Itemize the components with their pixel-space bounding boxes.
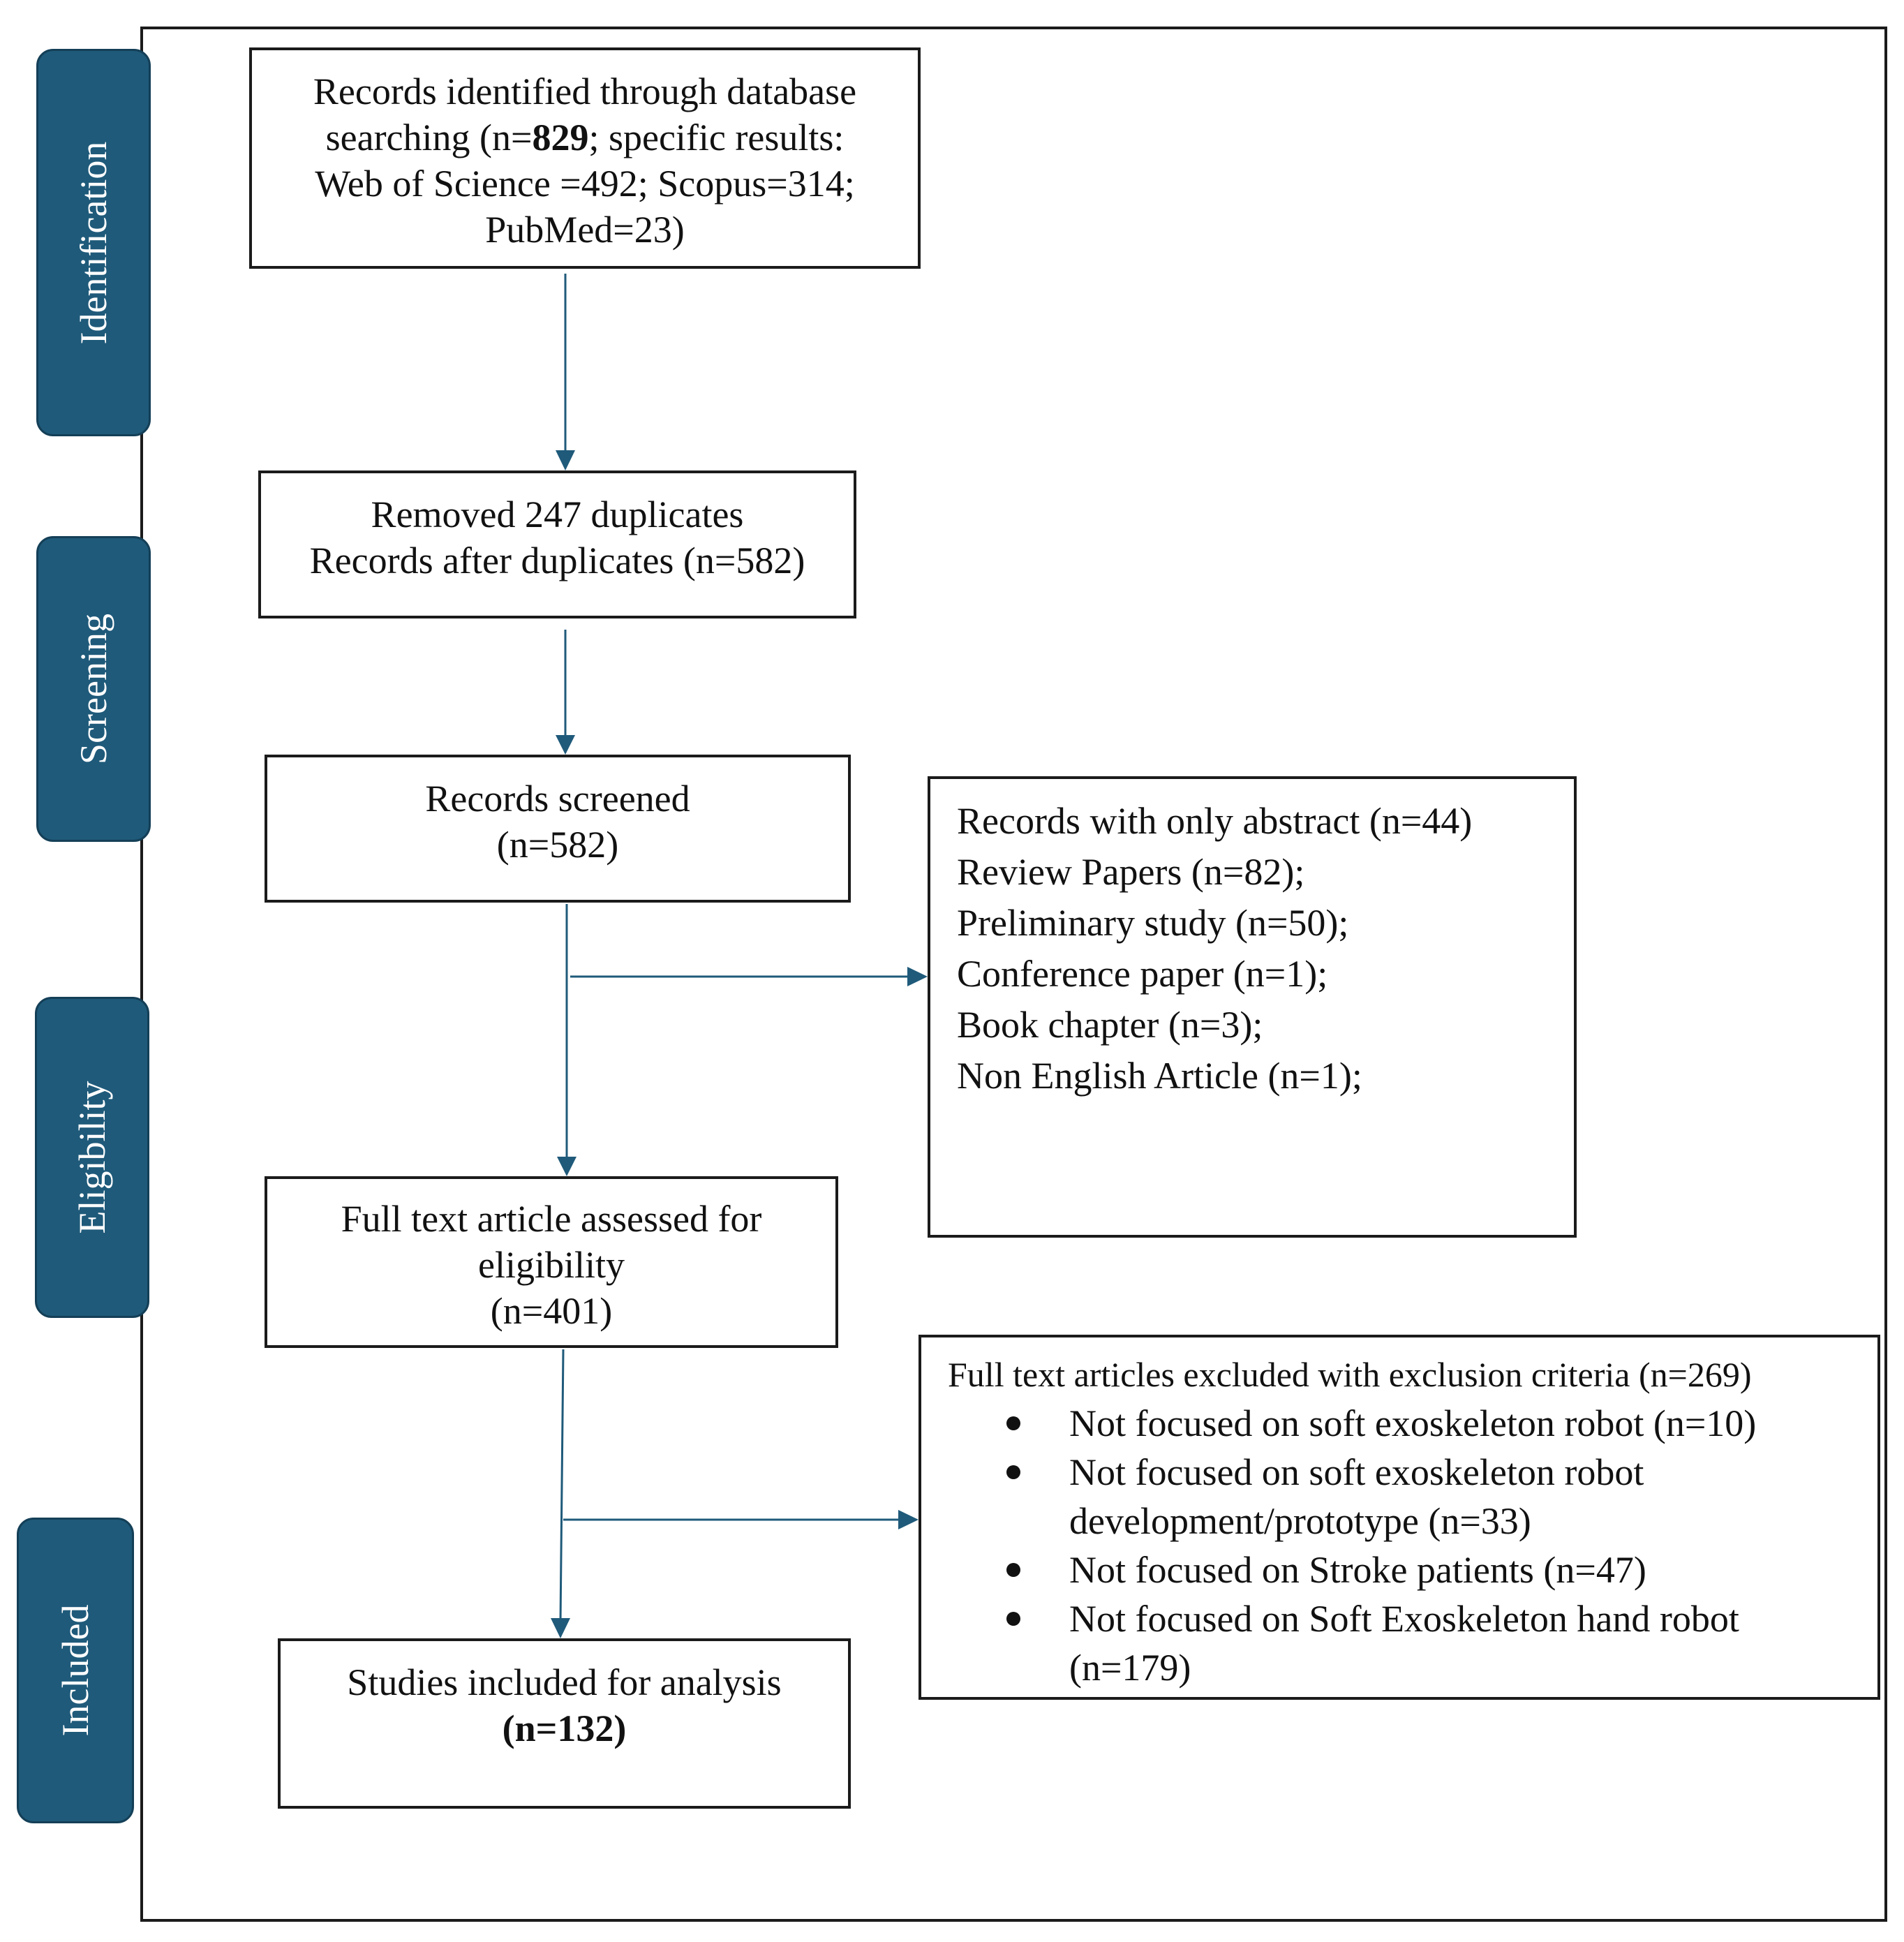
exclusion-bullet: Not focused on Soft Exoskeleton hand rob…	[921, 1594, 1877, 1692]
exclusion-item: Conference paper (n=1);	[957, 953, 1328, 995]
bullet-dot	[1006, 1563, 1020, 1577]
fulltext-line1: Full text article assessed for	[341, 1198, 762, 1240]
records-screened-line1: Records screened	[425, 778, 690, 820]
records-identified-box: Records identified through database sear…	[249, 47, 921, 269]
records-screened-box: Records screened (n=582)	[265, 755, 851, 903]
stage-included: Included	[17, 1518, 134, 1823]
records-identified-line4: PubMed=23)	[485, 209, 685, 251]
exclusion-bullet-line2: development/prototype (n=33)	[1069, 1500, 1531, 1542]
stage-screening-label: Screening	[73, 614, 114, 764]
exclusion-bullet: Not focused on Stroke patients (n=47)	[921, 1546, 1877, 1594]
records-identified-line1: Records identified through database	[313, 71, 857, 112]
exclusion-item: Book chapter (n=3);	[957, 1004, 1263, 1046]
fulltext-exclusions-list: Not focused on soft exoskeleton robot (n…	[921, 1399, 1877, 1692]
bullet-dot	[1006, 1465, 1020, 1479]
duplicates-box: Removed 247 duplicates Records after dup…	[258, 470, 856, 618]
exclusion-bullet-line1: Not focused on Stroke patients (n=47)	[1069, 1549, 1646, 1591]
records-identified-line2-post: ; specific results:	[588, 117, 845, 158]
bullet-dot	[1006, 1612, 1020, 1626]
stage-included-label: Included	[54, 1604, 96, 1737]
exclusion-bullet: Not focused on soft exoskeleton robot de…	[921, 1448, 1877, 1546]
studies-included-count: (n=132)	[502, 1707, 627, 1749]
records-identified-total: 829	[532, 117, 589, 158]
exclusion-item: Preliminary study (n=50);	[957, 902, 1349, 944]
fulltext-assessed-box: Full text article assessed for eligibili…	[265, 1176, 838, 1348]
exclusion-item: Records with only abstract (n=44)	[957, 800, 1473, 842]
exclusion-bullet-line1: Not focused on soft exoskeleton robot (n…	[1069, 1402, 1757, 1444]
stage-identification-label: Identification	[73, 141, 114, 344]
duplicates-line1: Removed 247 duplicates	[371, 494, 744, 535]
exclusion-bullet-line1: Not focused on Soft Exoskeleton hand rob…	[1069, 1598, 1739, 1640]
stage-eligibility: Eligibility	[35, 997, 149, 1318]
exclusion-bullet-line2: (n=179)	[1069, 1647, 1191, 1689]
records-identified-line3: Web of Science =492; Scopus=314;	[315, 163, 855, 205]
studies-included-box: Studies included for analysis (n=132)	[278, 1638, 851, 1809]
exclusion-item: Review Papers (n=82);	[957, 851, 1305, 893]
fulltext-line3: (n=401)	[490, 1290, 613, 1332]
fulltext-exclusions-heading: Full text articles excluded with exclusi…	[948, 1355, 1752, 1394]
stage-screening: Screening	[36, 536, 151, 842]
duplicates-line2: Records after duplicates (n=582)	[309, 540, 805, 581]
bullet-dot	[1006, 1416, 1020, 1430]
exclusion-item: Non English Article (n=1);	[957, 1055, 1362, 1097]
exclusion-bullet-line1: Not focused on soft exoskeleton robot	[1069, 1451, 1644, 1493]
stage-eligibility-label: Eligibility	[71, 1081, 113, 1234]
records-screened-line2: (n=582)	[496, 824, 619, 866]
records-identified-line2: searching (n=829; specific results:	[252, 114, 918, 161]
fulltext-exclusions-box: Full text articles excluded with exclusi…	[918, 1335, 1880, 1700]
screening-exclusions-box: Records with only abstract (n=44) Review…	[928, 776, 1577, 1238]
stage-identification: Identification	[36, 49, 151, 436]
exclusion-bullet: Not focused on soft exoskeleton robot (n…	[921, 1399, 1877, 1448]
fulltext-line2: eligibility	[478, 1244, 625, 1286]
records-identified-line2-pre: searching (n=	[325, 117, 533, 158]
diagram-frame	[140, 27, 1887, 1922]
studies-included-line1: Studies included for analysis	[347, 1661, 782, 1703]
